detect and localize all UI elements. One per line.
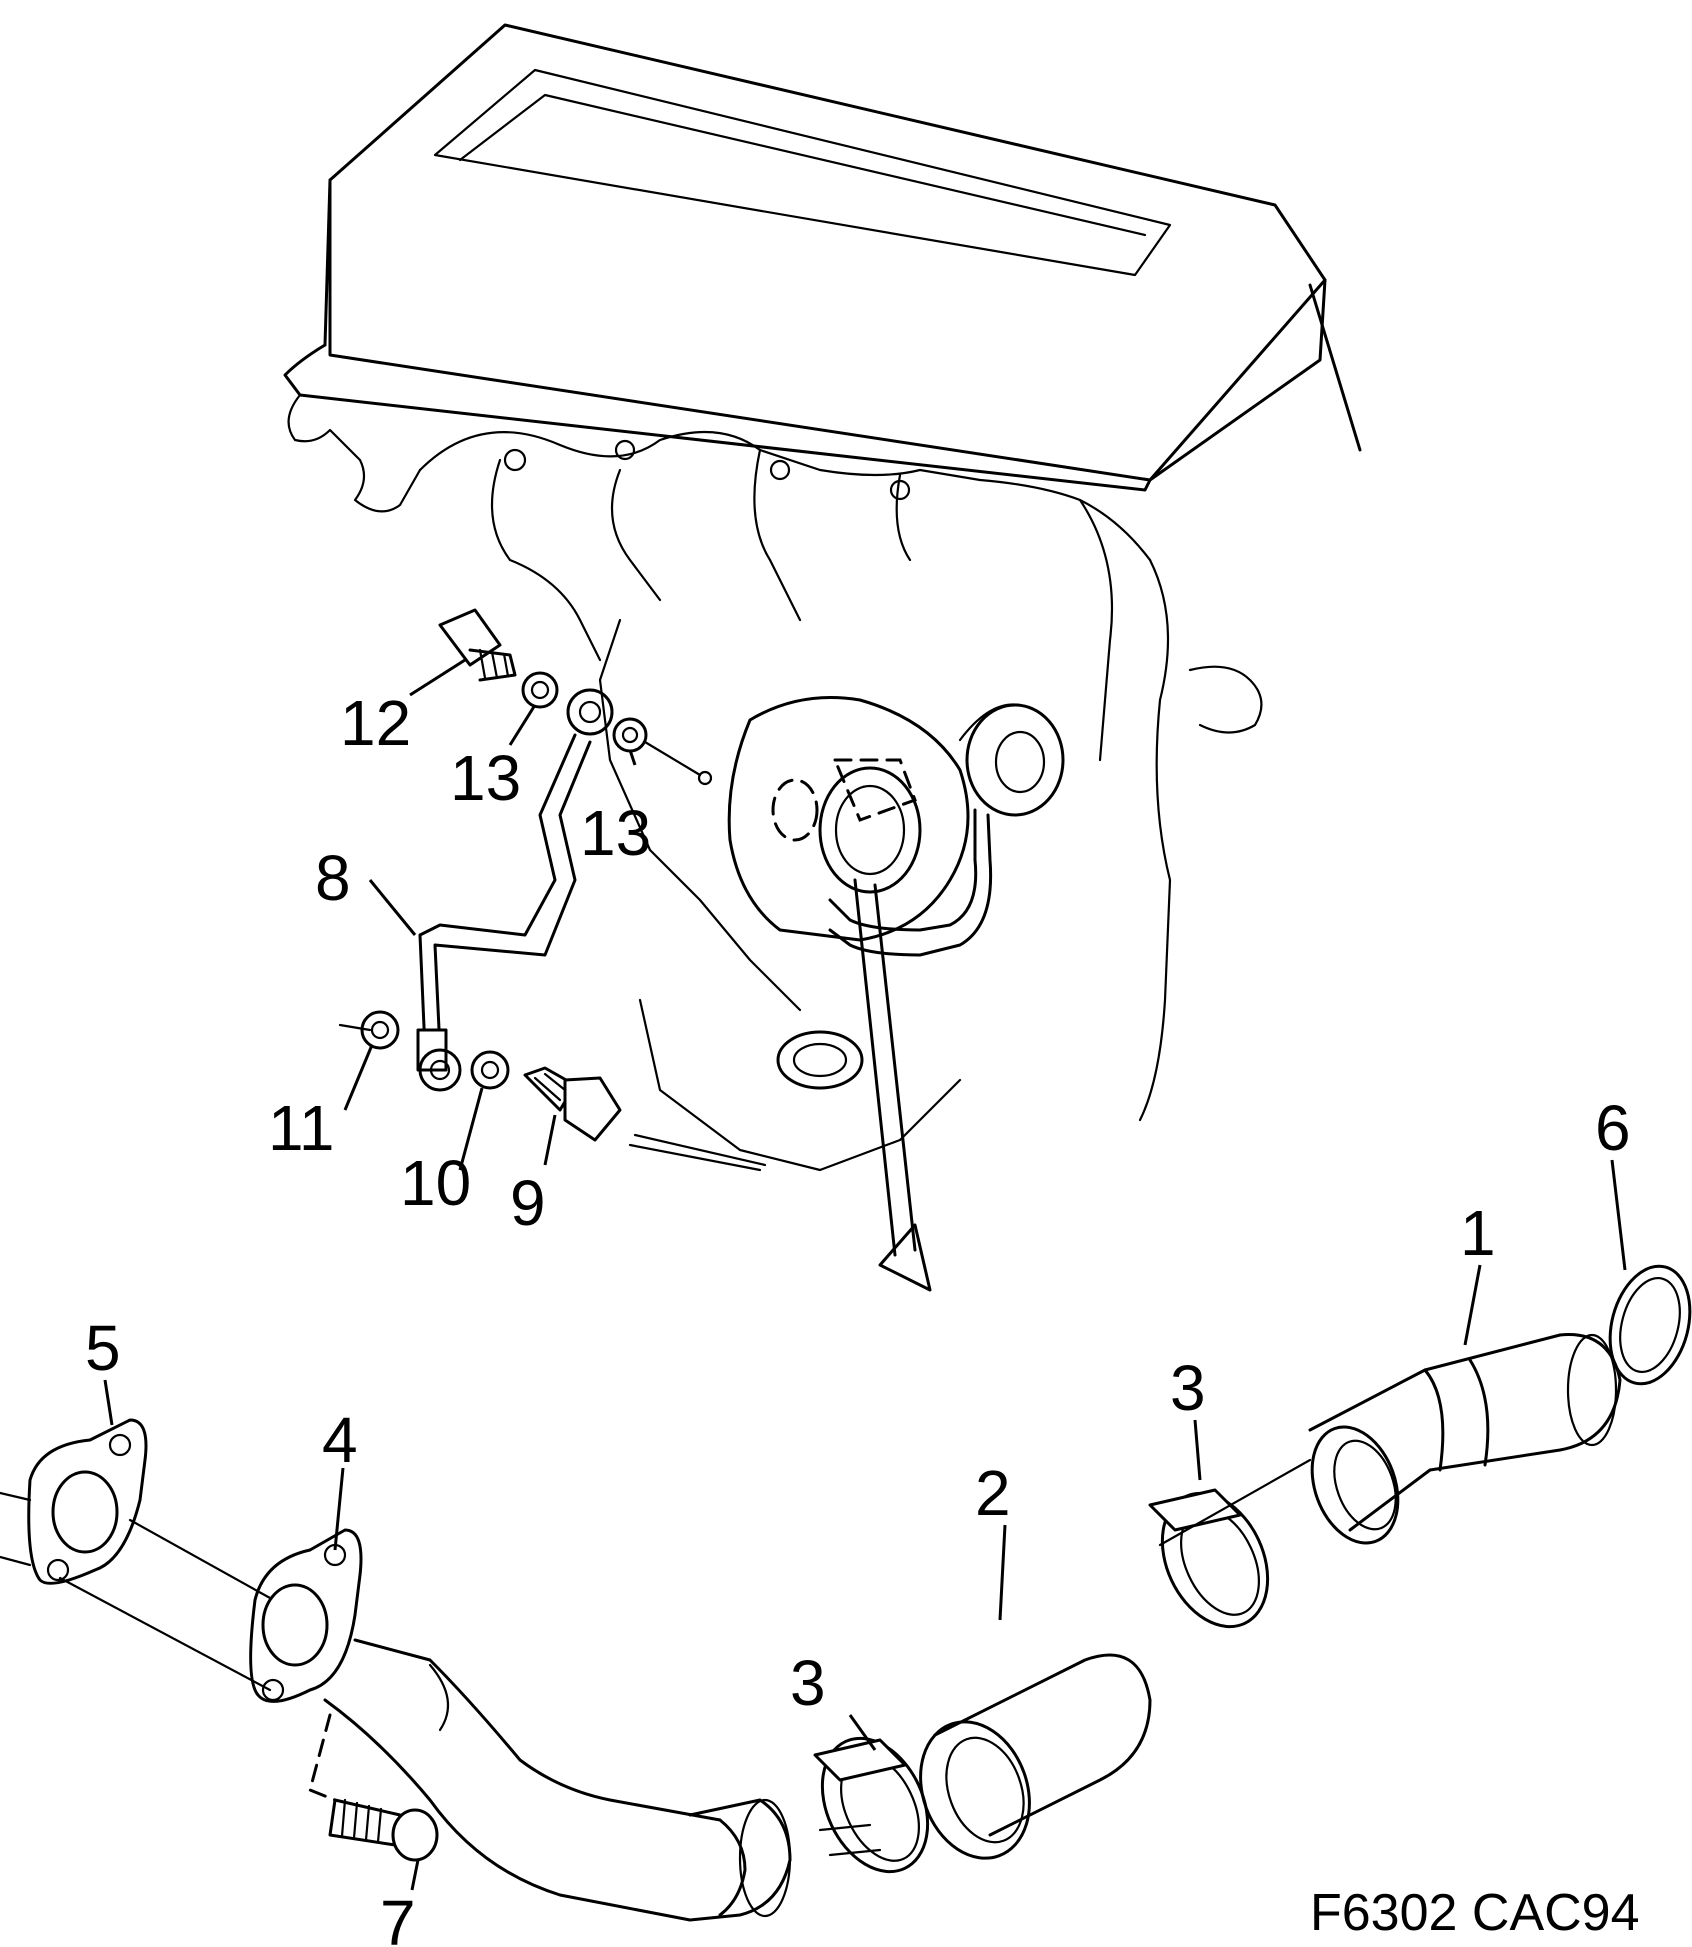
callout-1: 1 [1460,1197,1496,1269]
oil-feed-banjo-bolt-upper [438,608,517,682]
hose-clamp-upper [1148,1488,1270,1629]
sealing-washer-lower-left [338,1010,400,1050]
downpipe-flange-pipe [58,1518,792,1922]
downpipe-gasket [0,1418,148,1585]
callout-9: 9 [510,1167,546,1239]
callout-13-right: 13 [580,797,651,869]
sealing-washer-lower-right [470,1050,510,1090]
callout-10: 10 [400,1147,471,1219]
callout-2: 2 [975,1457,1011,1529]
connecting-hose [919,1653,1152,1860]
sealing-washer-upper-left [521,671,559,709]
callout-5: 5 [85,1312,121,1384]
callout-3-lower: 3 [790,1647,826,1719]
direction-arrow [853,878,932,1292]
callout-3-upper: 3 [1170,1352,1206,1424]
reference-code: F6302 CAC94 [1310,1884,1640,1942]
sealing-washer-upper-right [612,717,713,786]
callout-13-left: 13 [450,742,521,814]
intermediate-pipe [1158,1333,1622,1547]
sealing-ring [1608,1264,1692,1386]
oil-feed-banjo-bolt-lower [523,1066,622,1142]
leader-lines [103,658,1627,1891]
callout-8: 8 [315,842,351,914]
downpipe-flange-bolt [308,1713,439,1862]
callout-4: 4 [322,1404,358,1476]
callout-11: 11 [268,1092,334,1164]
callout-7: 7 [380,1887,416,1947]
hose-clamp-lower [813,1736,930,1874]
engine-block-outline [283,23,1362,1172]
callout-6: 6 [1595,1092,1631,1164]
oil-feed-pipe [416,688,614,1092]
callout-12: 12 [340,687,411,759]
